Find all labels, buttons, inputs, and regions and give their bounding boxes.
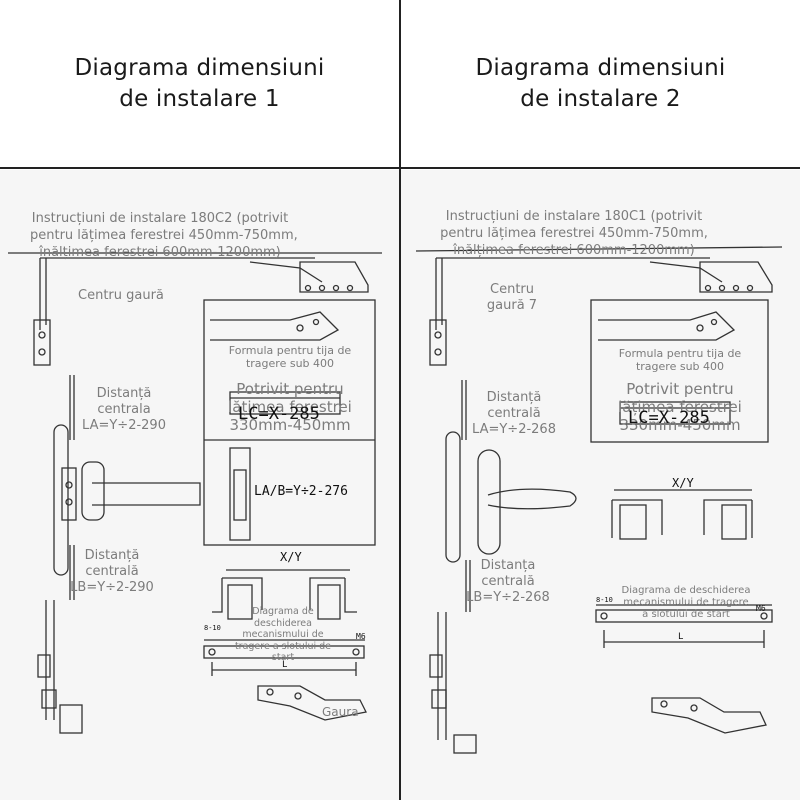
- panel-2-header: Diagrama dimensiuni de instalare 2: [401, 0, 800, 168]
- panel-2-dim-small: 8-10: [596, 596, 613, 604]
- panel-2-opening-diagram-label: Diagrama de deschiderea mecanismului de …: [621, 585, 751, 620]
- panel-2-install-instructions: Instrucțiuni de instalare 180C1 (potrivi…: [440, 209, 708, 258]
- panel-2-xy-dimension: X/Y: [672, 476, 694, 490]
- horizontal-divider: [0, 167, 800, 169]
- panel-2-center-hole-label: Centru gaură 7: [486, 282, 538, 313]
- vertical-divider: [399, 0, 401, 800]
- panel-1-formula-label: Formula pentru tija de tragere sub 400: [228, 344, 352, 370]
- panel-1-hole-label: Gaura: [322, 705, 359, 719]
- panel-1-center-hole-label: Centru gaură: [78, 288, 164, 303]
- panel-2-center-distance-b: Distanța centrală LB=Y÷2-268: [466, 558, 550, 605]
- panel-1-center-distance-b: Distanță centrală LB=Y÷2-290: [70, 548, 154, 595]
- panel-2-dim-l: L: [678, 632, 684, 642]
- panel-1-center-distance-a: Distanță centrala LA=Y÷2-290: [82, 386, 166, 433]
- panel-1-line-art: [8, 252, 382, 734]
- panel-1-title: Diagrama dimensiuni de instalare 1: [74, 55, 325, 112]
- panel-1-dim-l: L: [282, 660, 288, 670]
- panel-2-drawing-area: [401, 170, 800, 800]
- panel-1-install-instructions: Instrucțiuni de instalare 180C2 (potrivi…: [30, 211, 298, 260]
- panel-1-dim-small: 8-10: [204, 624, 221, 632]
- panel-1-opening-diagram-label: Diagrama de deschiderea mecanismului de …: [234, 606, 332, 663]
- panel-2-center-distance-a: Distanță centrală LA=Y÷2-268: [472, 390, 556, 437]
- panel-1-xy-dimension: X/Y: [280, 550, 302, 564]
- panel-1-header: Diagrama dimensiuni de instalare 1: [0, 0, 399, 168]
- panel-2-line-art: [415, 246, 783, 754]
- panel-2-formula-label: Formula pentru tija de tragere sub 400: [618, 347, 742, 373]
- panel-1-dim-m6: M6: [356, 632, 366, 641]
- panel-2-fit-width-label: Potrivit pentru lățimea ferestrei 330mm-…: [618, 380, 742, 434]
- panel-2-dim-m6: M6: [756, 604, 766, 613]
- panel-1-lc-code: LC=X-285: [238, 404, 320, 424]
- panel-1-fit-width-label: Potrivit pentru lățimea ferestrei 330mm-…: [228, 380, 352, 434]
- panel-2-title: Diagrama dimensiuni de instalare 2: [475, 55, 726, 112]
- panel-2-lc-code: LC=X-285: [628, 408, 710, 428]
- panel-1-lab-formula: LA/B=Y÷2-276: [254, 484, 348, 499]
